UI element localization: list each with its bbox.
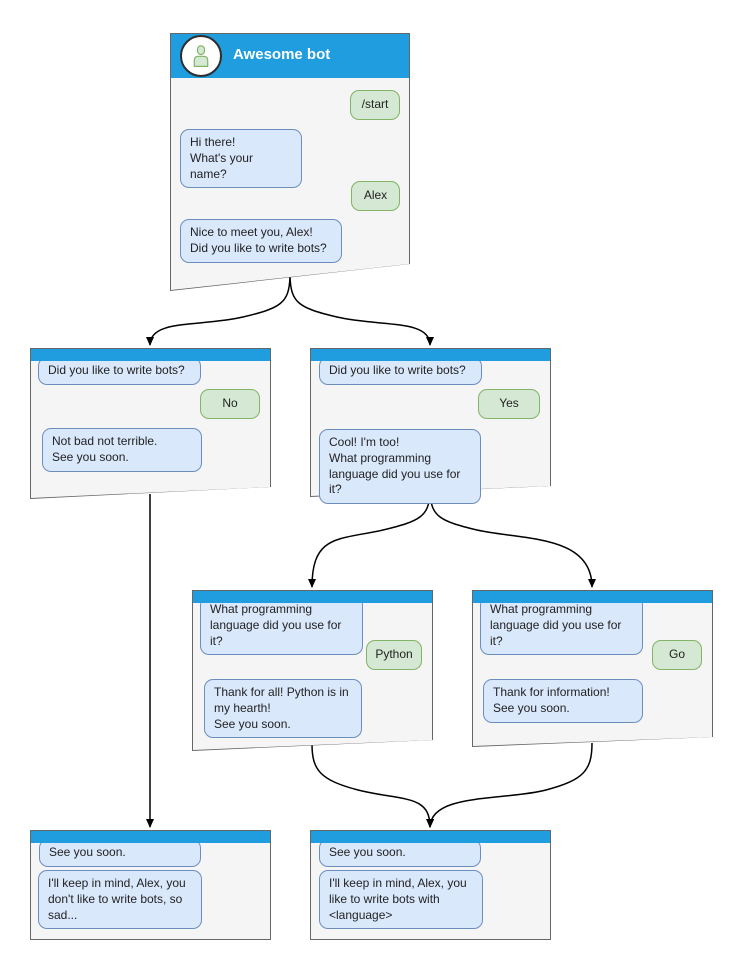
bot-message: Not bad not terrible. See you soon. [42,428,202,472]
bot-message: What programming language did you use fo… [200,596,363,656]
user-message: Go [652,640,702,670]
chat-window-end-positive: See you soon. I'll keep in mind, Alex, y… [310,830,551,940]
chat-window-python-branch: What programming language did you use fo… [192,590,433,751]
bot-message: Cool! I'm too! What programming language… [319,429,481,505]
bot-avatar [180,35,222,77]
bot-message: I'll keep in mind, Alex, you like to wri… [319,870,483,930]
chat-window-no-branch: Did you like to write bots? No Not bad n… [30,348,271,499]
edge-yes-to-python [308,491,431,588]
edge-yes-to-go [429,491,596,588]
bot-message: Did you like to write bots? [38,357,201,385]
chat-window-titlebar [193,591,432,603]
bot-message: Nice to meet you, Alex! Did you like to … [180,219,342,263]
chat-window-root: Awesome bot /start Hi there! What's your… [170,33,410,291]
user-message: Python [366,640,422,670]
bot-message: I'll keep in mind, Alex, you don't like … [38,870,202,930]
chat-window-titlebar [311,831,550,843]
user-message: Alex [351,181,400,211]
bot-message: Hi there! What's your name? [180,129,302,189]
chat-window-end-negative: See you soon. I'll keep in mind, Alex, y… [30,830,271,940]
edge-go-to-end-positive [426,742,593,828]
chat-window-titlebar: Awesome bot [171,34,409,78]
user-message: Yes [478,389,540,419]
bot-name: Awesome bot [233,46,331,63]
edge-python-to-end-positive [311,743,434,828]
person-icon [193,45,209,67]
chat-window-titlebar [311,349,550,361]
bot-message: See you soon. [319,839,481,867]
chat-window-titlebar [31,349,270,361]
user-message: /start [350,90,400,120]
bot-message: Did you like to write bots? [319,357,482,385]
bot-message: What programming language did you use fo… [480,596,643,656]
chat-window-titlebar [31,831,270,843]
bot-message: Thank for all! Python is in my hearth! S… [204,679,362,739]
user-message: No [200,389,260,419]
bot-message: Thank for information! See you soon. [483,679,643,723]
chat-window-go-branch: What programming language did you use fo… [472,590,713,747]
bot-message: See you soon. [39,839,201,867]
chat-window-titlebar [473,591,712,603]
chat-window-yes-branch: Did you like to write bots? Yes Cool! I'… [310,348,551,505]
